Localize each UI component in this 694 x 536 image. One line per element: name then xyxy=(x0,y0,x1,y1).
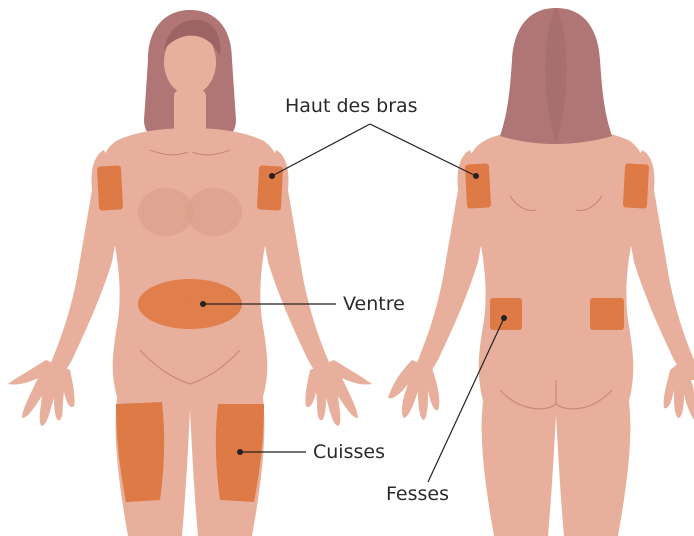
front-upper-arm-zone-left xyxy=(97,165,123,210)
label-thighs: Cuisses xyxy=(313,441,385,463)
back-upper-arm-zone-right xyxy=(623,163,649,208)
label-belly: Ventre xyxy=(343,293,405,315)
label-buttocks: Fesses xyxy=(386,483,449,505)
back-figure xyxy=(388,8,694,536)
front-torso xyxy=(102,128,279,405)
label-upper-arms: Haut des bras xyxy=(285,95,418,117)
back-buttock-zone-right xyxy=(590,298,624,330)
back-torso xyxy=(468,128,645,415)
back-buttock-zone-left xyxy=(490,298,522,330)
back-upper-arm-zone-left xyxy=(465,163,491,208)
back-legs xyxy=(482,395,631,536)
